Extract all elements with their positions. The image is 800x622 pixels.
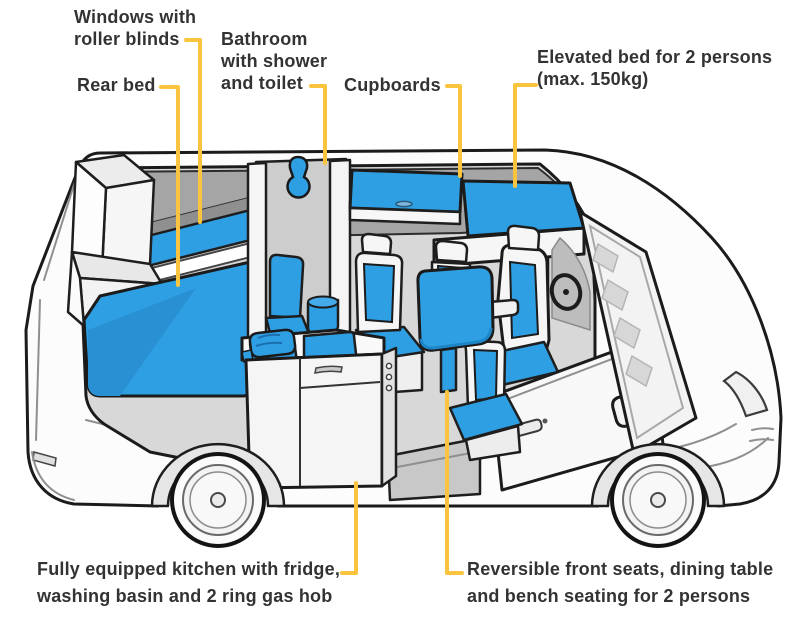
callout-kitchen: Fully equipped kitchen with fridge, wash… — [37, 556, 340, 610]
leader-elevated-bed — [513, 83, 538, 188]
callout-elevated-bed-line1: Elevated bed for 2 persons — [537, 47, 773, 67]
cab-interior-graphic — [549, 236, 591, 332]
callout-windows-line1: Windows with — [74, 7, 197, 27]
leader-rear-bed — [159, 85, 180, 287]
front-wheel-graphic — [590, 442, 726, 548]
callout-front-seats-line2: and bench seating for 2 persons — [467, 586, 751, 606]
leader-bathroom — [309, 84, 327, 165]
callout-elevated-bed-line2: (max. 150kg) — [537, 69, 649, 89]
windshield-graphic — [578, 210, 698, 456]
callout-kitchen-line2: washing basin and 2 ring gas hob — [37, 586, 333, 606]
leader-cupboards — [445, 84, 462, 178]
callout-bathroom-line3: and toilet — [221, 73, 303, 93]
kitchen-graphic — [240, 328, 398, 490]
rear-end-details — [31, 451, 75, 501]
cupboards-graphic — [348, 168, 464, 226]
door-step-graphic — [386, 436, 482, 502]
steering-wheel-graphic — [549, 273, 583, 311]
leader-lines — [159, 38, 538, 575]
callout-kitchen-line1: Fully equipped kitchen with fridge, — [37, 559, 341, 579]
callout-bathroom-line2: with shower — [221, 51, 328, 71]
bathroom-graphic — [246, 155, 352, 354]
dining-table-graphic — [416, 265, 495, 394]
callout-front-seats-line1: Reversible front seats, dining table — [467, 559, 774, 579]
callout-rear-bed-line1: Rear bed — [77, 75, 156, 95]
callout-cupboards: Cupboards — [344, 74, 441, 96]
callout-bathroom: Bathroom with shower and toilet — [221, 28, 327, 94]
callout-windows-line2: roller blinds — [74, 29, 180, 49]
callout-front-seats: Reversible front seats, dining table and… — [467, 556, 773, 610]
leader-windows — [184, 38, 202, 224]
callout-rear-bed: Rear bed — [77, 74, 156, 96]
callout-bathroom-line1: Bathroom — [221, 29, 308, 49]
callout-windows: Windows with roller blinds — [74, 6, 196, 50]
leader-kitchen — [340, 481, 358, 575]
callout-cupboards-line1: Cupboards — [344, 75, 441, 95]
callout-elevated-bed: Elevated bed for 2 persons (max. 150kg) — [537, 46, 772, 90]
leader-front-seats — [445, 390, 464, 575]
rear-wheel-graphic — [150, 442, 286, 548]
shower-head-icon — [286, 155, 311, 199]
front-end-details — [627, 370, 774, 469]
headlight-graphic — [722, 370, 769, 418]
jump-seat-graphic — [448, 339, 524, 462]
